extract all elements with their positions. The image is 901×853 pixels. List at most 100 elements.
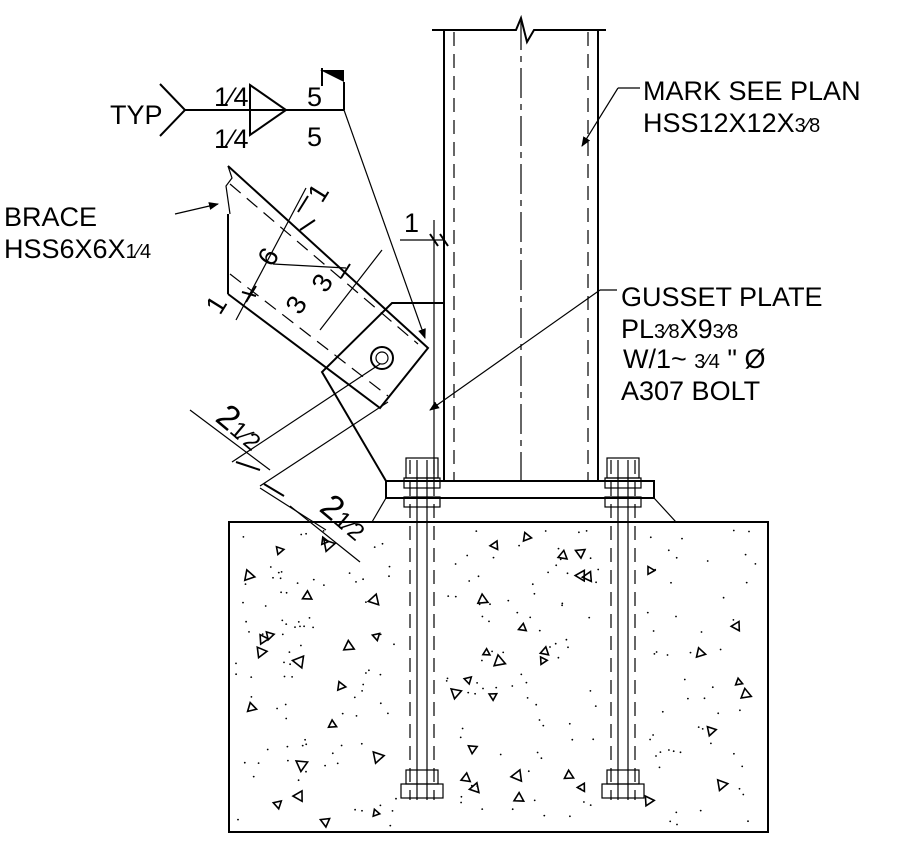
aggregate-speck [559,558,562,561]
aggregate-speck [294,626,296,628]
aggregate-speck [308,617,311,619]
aggregate-speck [301,744,304,747]
aggregate-speck [543,814,546,817]
base-plate [371,480,677,523]
aggregate-speck [655,651,658,653]
aggregate-speck [549,646,551,648]
aggregate-speck [379,702,382,705]
aggregate-speck [595,581,597,584]
bolt-edge-dimensions [189,363,389,563]
aggregate-speck [719,648,722,651]
aggregate-triangle [256,645,269,660]
aggregate-speck [395,797,397,800]
gusset-note-line4: A307 BOLT [621,376,760,406]
brace-hss [225,165,430,410]
aggregate-speck [459,736,462,739]
aggregate-triangle [580,570,593,583]
brace-dimensions [235,187,351,321]
aggregate-speck [703,697,706,700]
aggregate-speck [323,584,325,586]
aggregate-speck [516,611,519,614]
aggregate-speck [525,681,528,684]
aggregate-speck [653,653,656,655]
aggregate-speck [538,629,541,632]
aggregate-speck [272,576,274,579]
aggregate-triangle [538,645,550,656]
aggregate-triangle [556,548,569,560]
aggregate-speck [589,804,592,806]
aggregate-speck [748,530,750,533]
aggregate-speck [355,715,358,717]
aggregate-speck [279,577,282,580]
aggregate-triangle [265,630,276,642]
aggregate-speck [291,676,293,678]
aggregate-speck [652,630,655,632]
aggregate-speck [280,591,282,594]
aggregate-speck [589,690,592,692]
aggregate-speck [264,605,267,607]
aggregate-speck [709,733,712,736]
aggregate-speck [571,738,574,741]
aggregate-triangle [517,621,528,632]
aggregate-speck [447,595,450,597]
aggregate-speck [468,580,471,582]
brace-leader [174,202,219,215]
aggregate-speck [592,738,595,741]
aggregate-speck [722,596,725,599]
aggregate-speck [283,675,286,678]
aggregate-speck [597,568,600,571]
aggregate-triangle [462,675,473,686]
aggregate-speck [244,583,247,585]
aggregate-speck [542,724,545,727]
aggregate-speck [672,750,675,753]
gusset-leader [429,289,601,411]
aggregate-speck [296,582,299,584]
aggregate-speck [670,581,672,584]
aggregate-speck [699,809,702,812]
aggregate-triangle [573,569,586,583]
column-hss [432,14,606,481]
aggregate-triangle [575,781,586,793]
aggregate-speck [711,686,714,689]
concrete-aggregate-pattern [235,529,757,829]
aggregate-speck [661,710,664,713]
aggregate-speck [717,712,720,715]
aggregate-speck [488,620,490,623]
aggregate-speck [340,744,343,747]
aggregate-speck [655,755,657,757]
aggregate-speck [481,808,484,810]
aggregate-speck [461,727,464,730]
aggregate-speck [276,707,278,710]
aggregate-speck [454,595,457,598]
aggregate-speck [689,651,692,654]
aggregate-triangle [487,692,499,702]
weld-tail-icon [159,83,187,137]
aggregate-speck [588,616,591,619]
aggregate-speck [669,820,672,823]
field-weld-flag-icon [320,70,344,82]
aggregate-speck [555,564,558,567]
aggregate-speck [289,663,291,666]
aggregate-speck [373,546,376,548]
aggregate-speck [250,696,253,698]
brace-dim-3b: 3 [280,291,313,320]
aggregate-speck [511,808,514,811]
aggregate-speck [248,631,250,633]
aggregate-speck [478,603,481,606]
aggregate-triangle [291,789,303,803]
aggregate-triangle [259,633,271,646]
aggregate-speck [312,578,315,581]
aggregate-speck [544,530,547,532]
aggregate-speck [649,738,651,741]
aggregate-speck [388,575,390,578]
aggregate-speck [287,759,289,762]
column-leader [581,87,619,147]
aggregate-speck [353,696,356,699]
brace-break-icon [225,165,233,215]
gusset-note-line1: GUSSET PLATE [621,282,823,312]
aggregate-triangle [467,781,480,794]
aggregate-speck [381,542,384,545]
aggregate-speck [300,644,302,647]
aggregate-triangle [459,771,472,783]
aggregate-speck [482,687,484,690]
